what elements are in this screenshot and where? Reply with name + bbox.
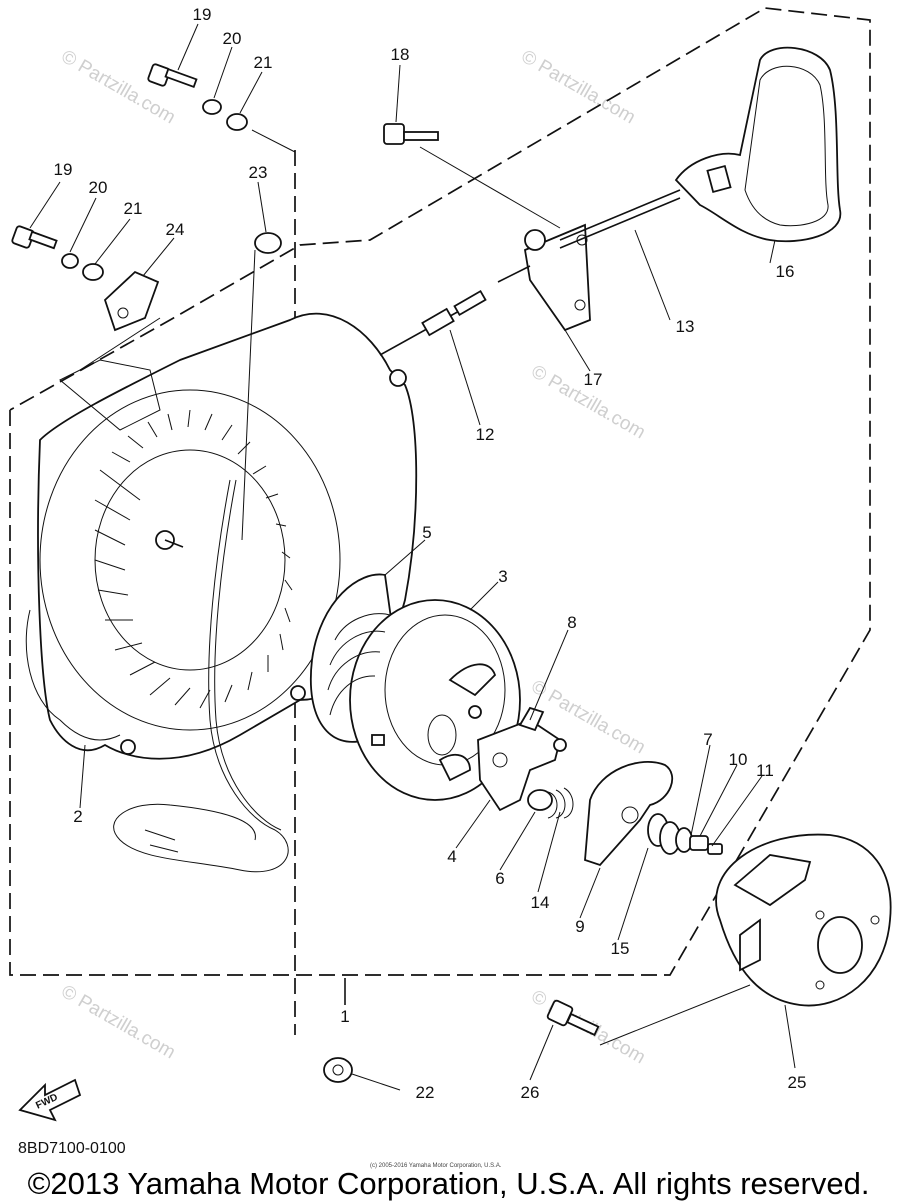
fasteners-top <box>147 63 296 153</box>
callout-2: 2 <box>73 807 82 826</box>
bolt-26 <box>546 984 751 1046</box>
rope-guide <box>379 289 487 356</box>
callout-14: 14 <box>531 893 550 912</box>
handle-assembly <box>497 46 842 332</box>
fasteners-left <box>11 225 161 371</box>
callout-5: 5 <box>422 523 431 542</box>
bolt-18 <box>383 123 561 229</box>
callout-7: 7 <box>703 730 712 749</box>
friction-plate-9 <box>584 761 681 867</box>
callout-18: 18 <box>391 45 410 64</box>
callout-26: 26 <box>521 1083 540 1102</box>
nut-23 <box>241 232 282 541</box>
callout-19: 19 <box>193 5 212 24</box>
nut-22 <box>323 1057 353 1083</box>
callout-1: 1 <box>340 1007 349 1026</box>
watermark: © Partzilla.com <box>518 46 639 128</box>
tiny-copyright: (c) 2005-2016 Yamaha Motor Corporation, … <box>370 1163 502 1169</box>
callout-labels: 1 2 3 4 5 6 7 8 9 10 11 12 13 14 15 16 1… <box>54 5 807 1102</box>
spring-14 <box>527 787 574 819</box>
copyright-notice: ©2013 Yamaha Motor Corporation, U.S.A. A… <box>27 1166 870 1201</box>
callout-9: 9 <box>575 917 584 936</box>
leader-lines <box>29 23 796 1091</box>
callout-24: 24 <box>166 220 185 239</box>
callout-23: 23 <box>249 163 268 182</box>
callout-12: 12 <box>476 425 495 444</box>
callout-22: 22 <box>416 1083 435 1102</box>
callout-21: 21 <box>124 199 143 218</box>
callout-20: 20 <box>223 29 242 48</box>
diagram-code: 8BD7100-0100 <box>18 1140 126 1157</box>
callout-6: 6 <box>495 869 504 888</box>
watermark: © Partzilla.com <box>58 46 179 128</box>
callout-15: 15 <box>611 939 630 958</box>
callout-16: 16 <box>776 262 795 281</box>
callout-11: 11 <box>756 761 774 780</box>
fwd-arrow: FWD <box>18 1078 82 1122</box>
callout-25: 25 <box>788 1073 807 1092</box>
starter-rope <box>113 479 289 873</box>
reel-assembly <box>310 573 521 801</box>
watermark: © Partzilla.com <box>58 981 179 1063</box>
callout-13: 13 <box>676 317 695 336</box>
callout-21: 21 <box>254 53 273 72</box>
drive-plate-25 <box>715 833 892 1007</box>
callout-4: 4 <box>447 847 456 866</box>
fasteners-center <box>675 827 723 855</box>
callout-20: 20 <box>89 178 108 197</box>
callout-10: 10 <box>729 750 748 769</box>
callout-8: 8 <box>567 613 576 632</box>
callout-3: 3 <box>498 567 507 586</box>
pawl-4 <box>477 706 567 812</box>
callout-19: 19 <box>54 160 73 179</box>
callout-17: 17 <box>584 370 603 389</box>
